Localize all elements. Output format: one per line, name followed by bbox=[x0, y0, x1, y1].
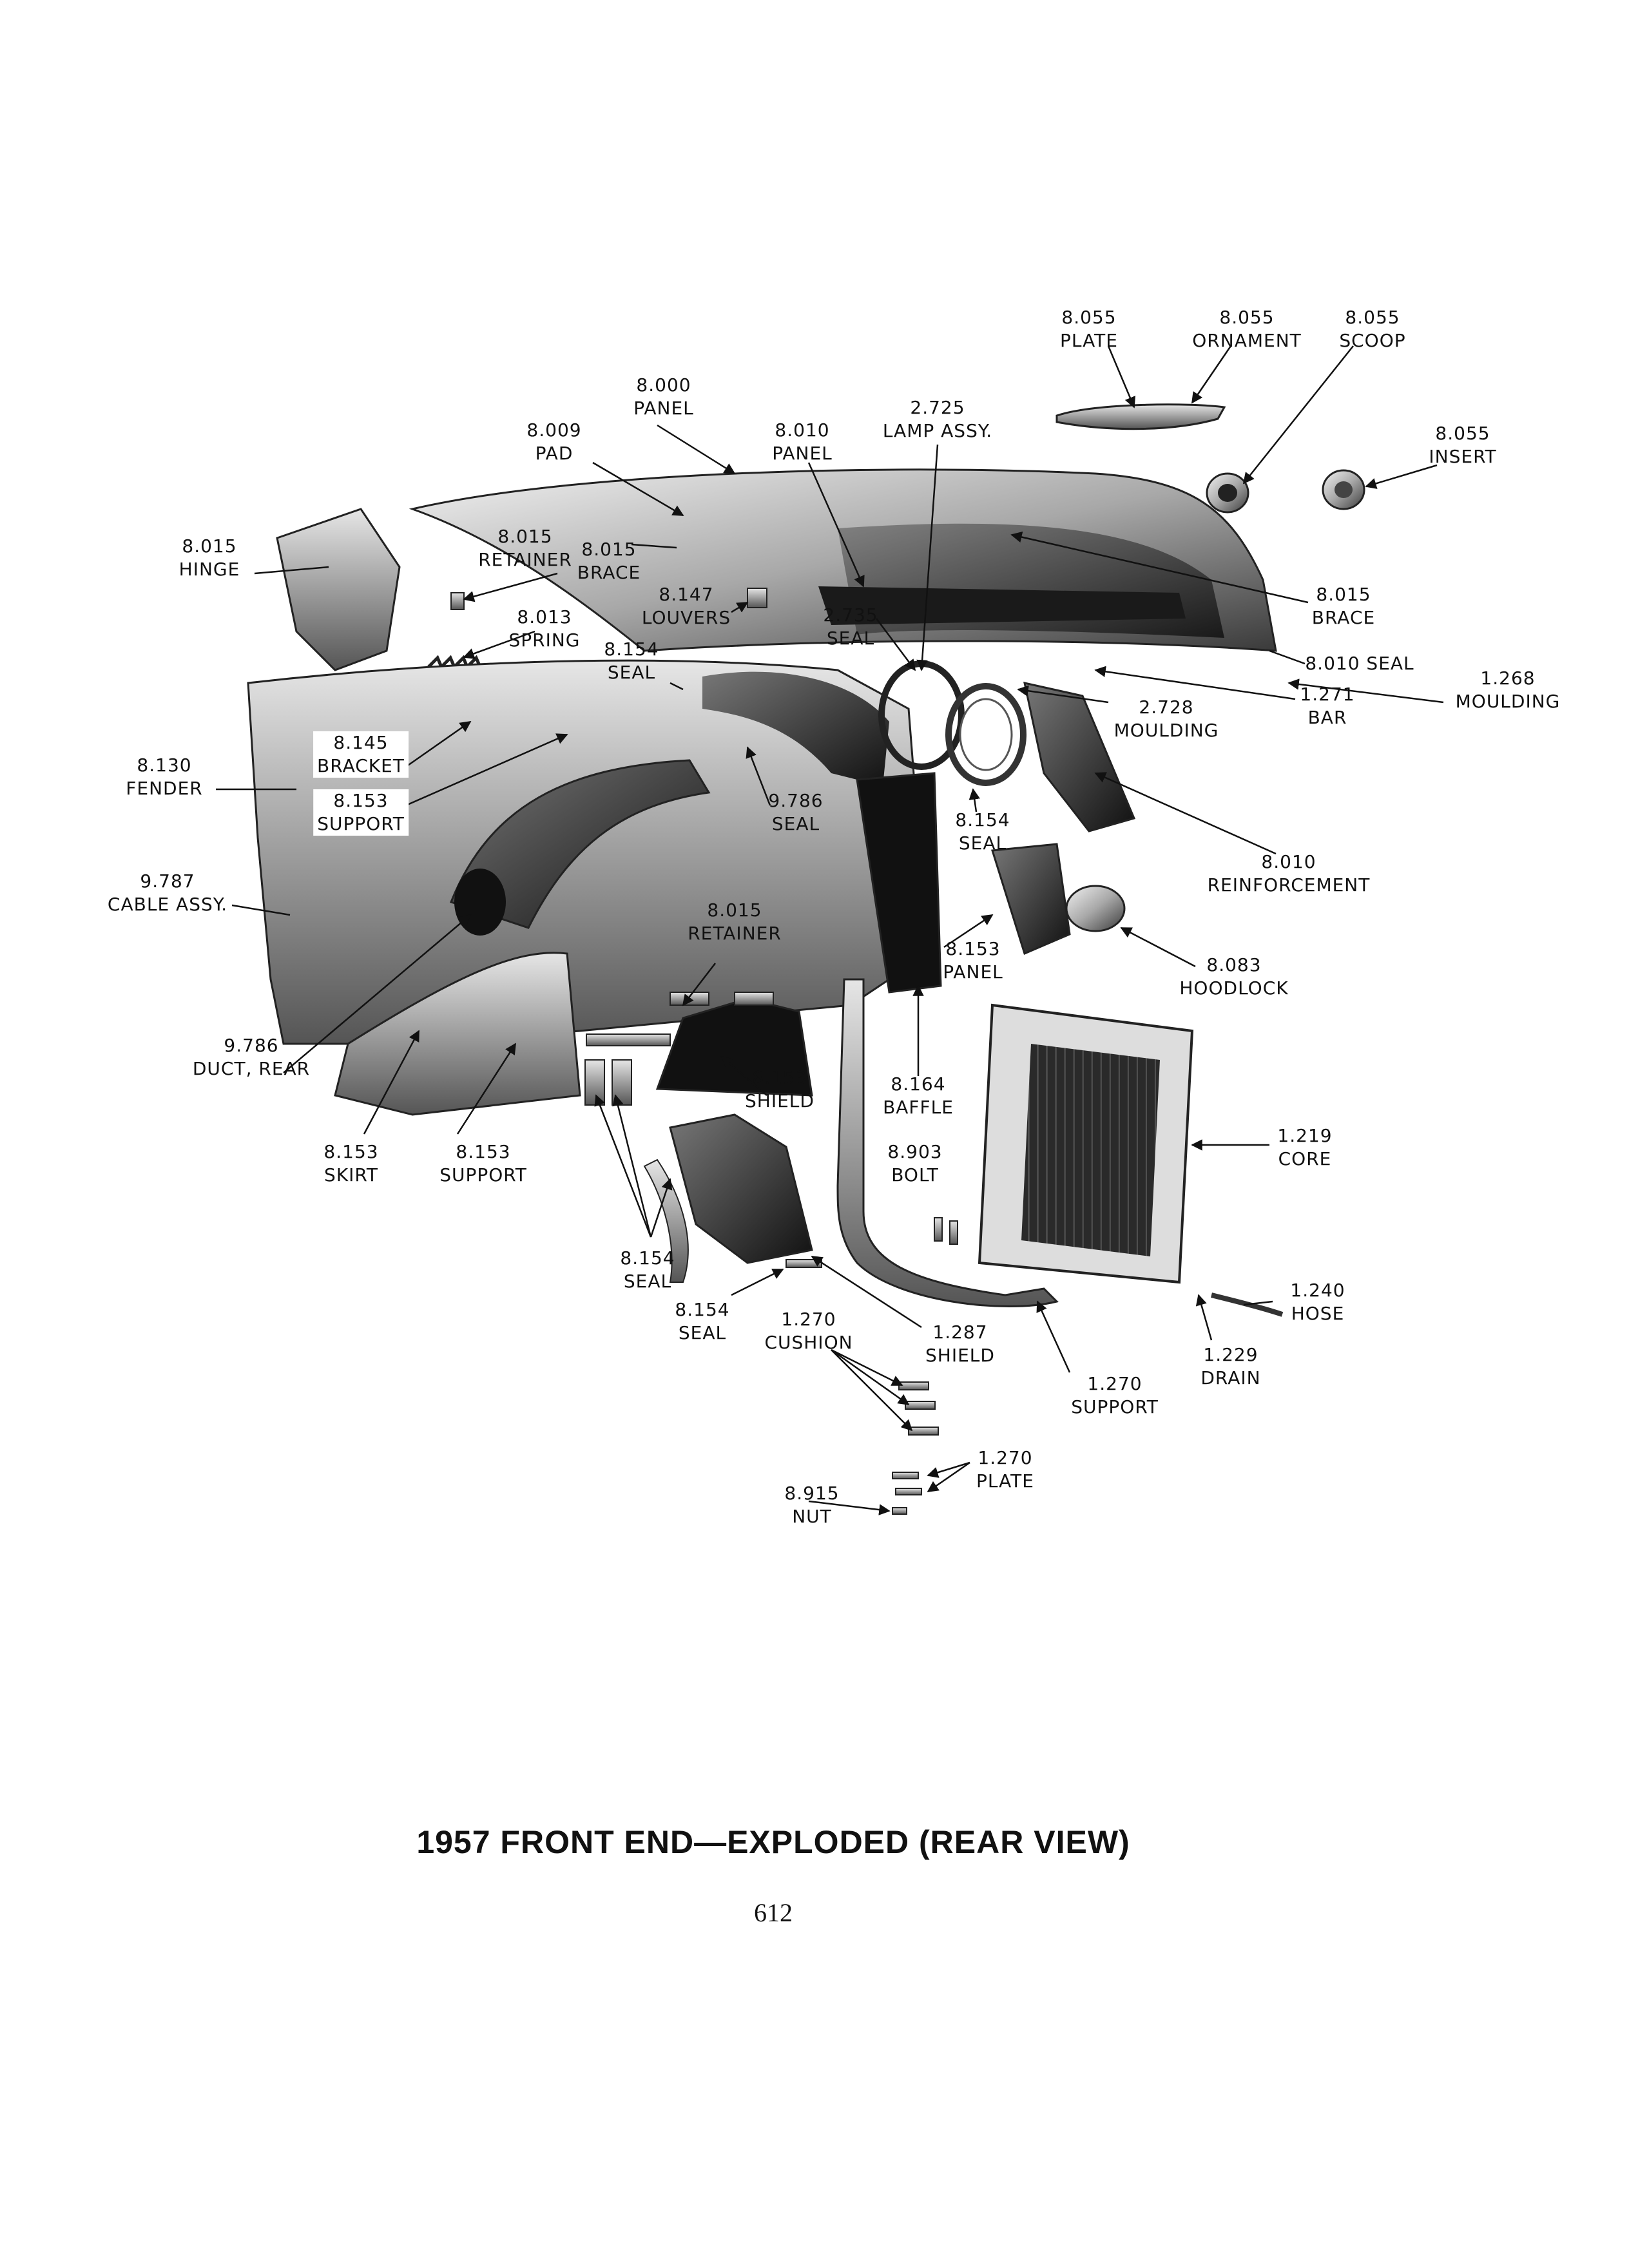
page-number: 612 bbox=[754, 1898, 793, 1927]
radiator-core-shape bbox=[978, 1003, 1194, 1284]
leader-lines bbox=[216, 345, 1444, 1515]
duct-opening-shape bbox=[454, 869, 506, 936]
figure-caption: 1957 FRONT END—EXPLODED (REAR VIEW) bbox=[416, 1824, 1130, 1860]
fender-shape bbox=[247, 659, 929, 1045]
hood-panel-shape bbox=[409, 468, 1277, 652]
reinforcement-shape bbox=[1023, 682, 1136, 832]
hinge-shape bbox=[276, 508, 401, 671]
insert-shape bbox=[1322, 469, 1365, 510]
seal-strip-shape bbox=[643, 1158, 689, 1283]
scoop-shape bbox=[1206, 472, 1249, 514]
duct-shape bbox=[450, 759, 711, 929]
nameplate-shape bbox=[1055, 403, 1226, 430]
callout-seal-8010: 8.010 SEAL bbox=[1305, 653, 1414, 674]
radiator-support-shape bbox=[836, 978, 1059, 1307]
hoodlock-shape bbox=[991, 843, 1126, 956]
baffle-panel-shape bbox=[856, 772, 942, 994]
shield-lower-shape bbox=[669, 1113, 813, 1264]
